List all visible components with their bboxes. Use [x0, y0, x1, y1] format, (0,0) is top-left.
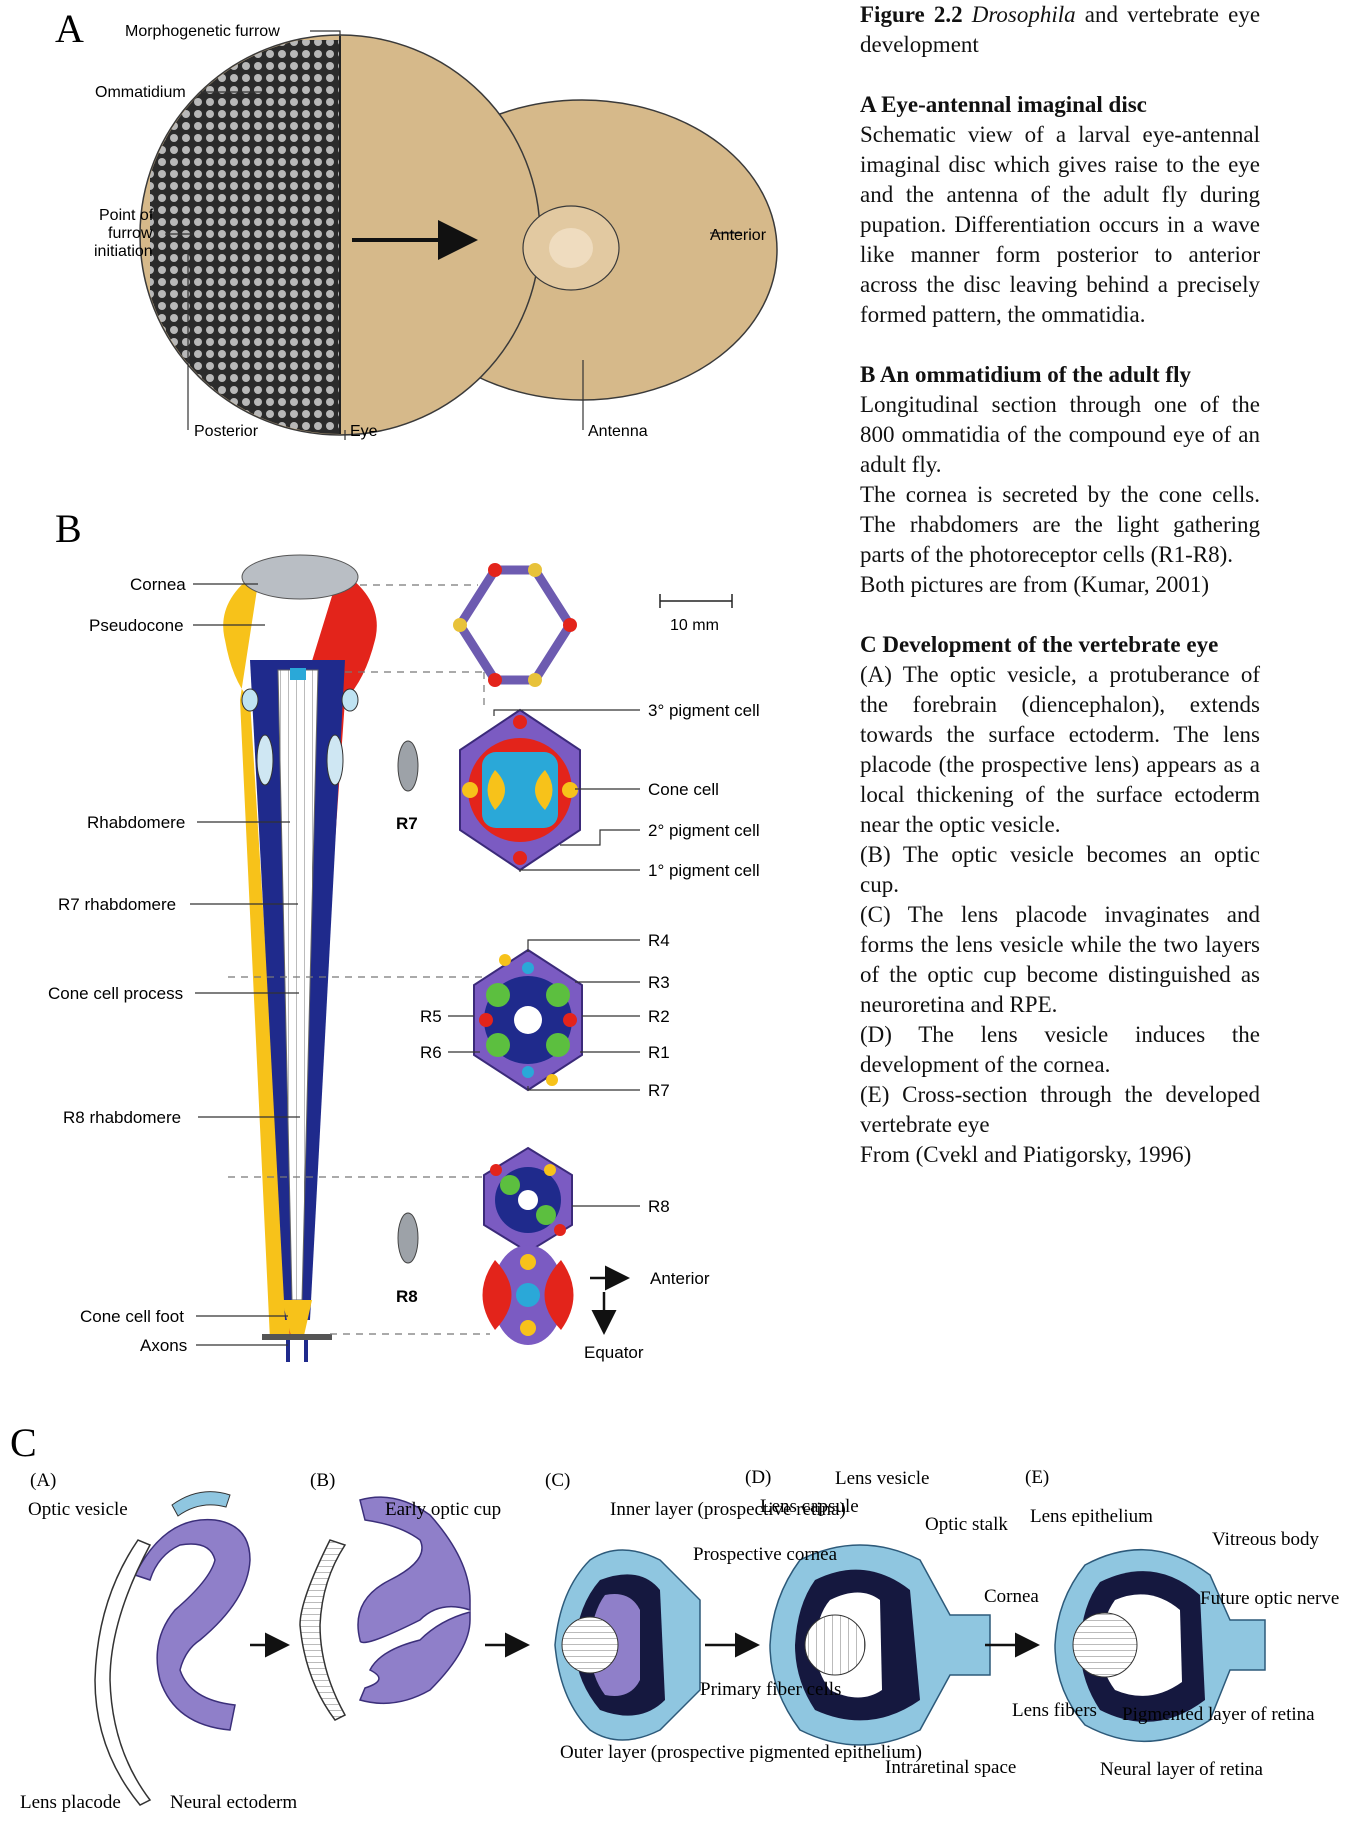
label-r6: R6 — [420, 1043, 442, 1062]
label-c-a: (A) — [30, 1470, 56, 1491]
label-point-line1: Point of — [99, 207, 154, 224]
label-vitreous: Vitreous body — [1212, 1529, 1320, 1550]
caption-b-text1: Longitudinal section through one of the … — [860, 390, 1260, 480]
label-point-line3: initiation — [94, 243, 153, 260]
stage-a — [95, 1492, 250, 1805]
label-c-c: (C) — [545, 1470, 570, 1491]
label-cone-cell-process: Cone cell process — [48, 984, 183, 1003]
label-ommatidium: Ommatidium — [95, 84, 186, 101]
caption-c-text3: (C) The lens placode invaginates and for… — [860, 900, 1260, 1020]
label-r8b: R8 — [648, 1197, 670, 1216]
label-lens-vesicle: Lens vesicle — [835, 1468, 929, 1489]
label-cornea-c: Cornea — [984, 1586, 1039, 1607]
r8-oval — [398, 1213, 418, 1263]
label-pig3: 3° pigment cell — [648, 701, 760, 720]
label-antenna: Antenna — [588, 423, 648, 440]
label-c-e: (E) — [1025, 1467, 1049, 1488]
label-axons: Axons — [140, 1336, 187, 1355]
panel-a-letter: A — [55, 6, 84, 51]
label-pig1: 1° pigment cell — [648, 861, 760, 880]
label-c-d: (D) — [745, 1467, 771, 1488]
caption-c-text2: (B) The optic vesicle becomes an optic c… — [860, 840, 1260, 900]
label-eye: Eye — [350, 423, 378, 440]
label-lens-epithelium: Lens epithelium — [1030, 1506, 1153, 1527]
cross-section-r8-level — [484, 1148, 572, 1252]
label-scale: 10 mm — [670, 617, 719, 634]
r7-oval — [398, 741, 418, 791]
label-rhabdomere: Rhabdomere — [87, 813, 185, 832]
label-optic-vesicle: Optic vesicle — [28, 1499, 128, 1520]
scale-bar — [660, 594, 732, 608]
label-early-optic-cup: Early optic cup — [385, 1499, 501, 1520]
label-c-b: (B) — [310, 1470, 335, 1491]
caption-b-text2: The cornea is secreted by the cone cells… — [860, 480, 1260, 570]
label-future-optic: Future optic nerve — [1200, 1588, 1339, 1609]
label-r5: R5 — [420, 1007, 442, 1026]
label-prospective-cornea: Prospective cornea — [693, 1544, 838, 1565]
label-lens-placode: Lens placode — [20, 1792, 121, 1813]
label-pigmented-layer: Pigmented layer of retina — [1122, 1704, 1315, 1725]
label-pig2: 2° pigment cell — [648, 821, 760, 840]
label-anterior-a: Anterior — [710, 227, 767, 244]
label-optic-stalk: Optic stalk — [925, 1514, 1008, 1535]
stage-c — [555, 1550, 700, 1740]
cross-section-cone-level — [460, 710, 580, 870]
label-equator: Equator — [584, 1343, 644, 1362]
label-cornea-b: Cornea — [130, 575, 186, 594]
stage-d — [770, 1545, 990, 1745]
caption-b-text3: Both pictures are from (Kumar, 2001) — [860, 570, 1260, 600]
label-r8-rhabdomere: R8 rhabdomere — [63, 1108, 181, 1127]
caption-title: Figure 2.2 Drosophila and vertebrate eye… — [860, 0, 1260, 60]
label-neural-ectoderm: Neural ectoderm — [170, 1792, 297, 1813]
label-r4: R4 — [648, 931, 670, 950]
label-r2: R2 — [648, 1007, 670, 1026]
label-primary-fiber: Primary fiber cells — [700, 1679, 841, 1700]
label-cone-cell: Cone cell — [648, 780, 719, 799]
label-cone-cell-foot: Cone cell foot — [80, 1307, 184, 1326]
caption-b-head: B An ommatidium of the adult fly — [860, 360, 1260, 390]
label-r8: R8 — [396, 1287, 418, 1306]
orientation-arrows — [590, 1278, 625, 1330]
cross-section-r7-level — [474, 950, 582, 1090]
label-pseudocone: Pseudocone — [89, 616, 184, 635]
caption-a-head: A Eye-antennal imaginal disc — [860, 90, 1260, 120]
label-lens-capsule: Lens capsule — [760, 1496, 859, 1517]
figure-caption: Figure 2.2 Drosophila and vertebrate eye… — [860, 0, 1260, 1170]
panel-c-letter: C — [10, 1420, 37, 1465]
cross-section-cornea-level — [453, 563, 577, 687]
caption-c-text4: (D) The lens vesicle induces the develop… — [860, 1020, 1260, 1080]
panel-b-letter: B — [55, 506, 82, 551]
label-r1: R1 — [648, 1043, 670, 1062]
caption-a-text: Schematic view of a larval eye-antennal … — [860, 120, 1260, 330]
label-r7: R7 — [396, 814, 418, 833]
caption-c-text5: (E) Cross-section through the developed … — [860, 1080, 1260, 1140]
label-intraretinal: Intraretinal space — [885, 1757, 1016, 1778]
label-morphogenetic-furrow: Morphogenetic furrow — [125, 23, 280, 40]
caption-c-text6: From (Cvekl and Piatigorsky, 1996) — [860, 1140, 1260, 1170]
label-lens-fibers: Lens fibers — [1012, 1700, 1097, 1721]
ommatidium-longitudinal — [223, 555, 418, 1362]
caption-c-head: C Development of the vertebrate eye — [860, 630, 1260, 660]
label-r7-rhabdomere: R7 rhabdomere — [58, 895, 176, 914]
label-point-line2: furrow — [108, 225, 153, 242]
label-r7b: R7 — [648, 1081, 670, 1100]
label-neural-layer: Neural layer of retina — [1100, 1759, 1264, 1780]
label-anterior-b: Anterior — [650, 1269, 710, 1288]
eye-antennal-disc — [140, 35, 777, 435]
label-r3: R3 — [648, 973, 670, 992]
stage-b — [300, 1497, 470, 1720]
label-posterior: Posterior — [194, 423, 259, 440]
caption-c-text1: (A) The optic vesicle, a protuberance of… — [860, 660, 1260, 840]
cross-section-foot-level — [483, 1245, 574, 1345]
